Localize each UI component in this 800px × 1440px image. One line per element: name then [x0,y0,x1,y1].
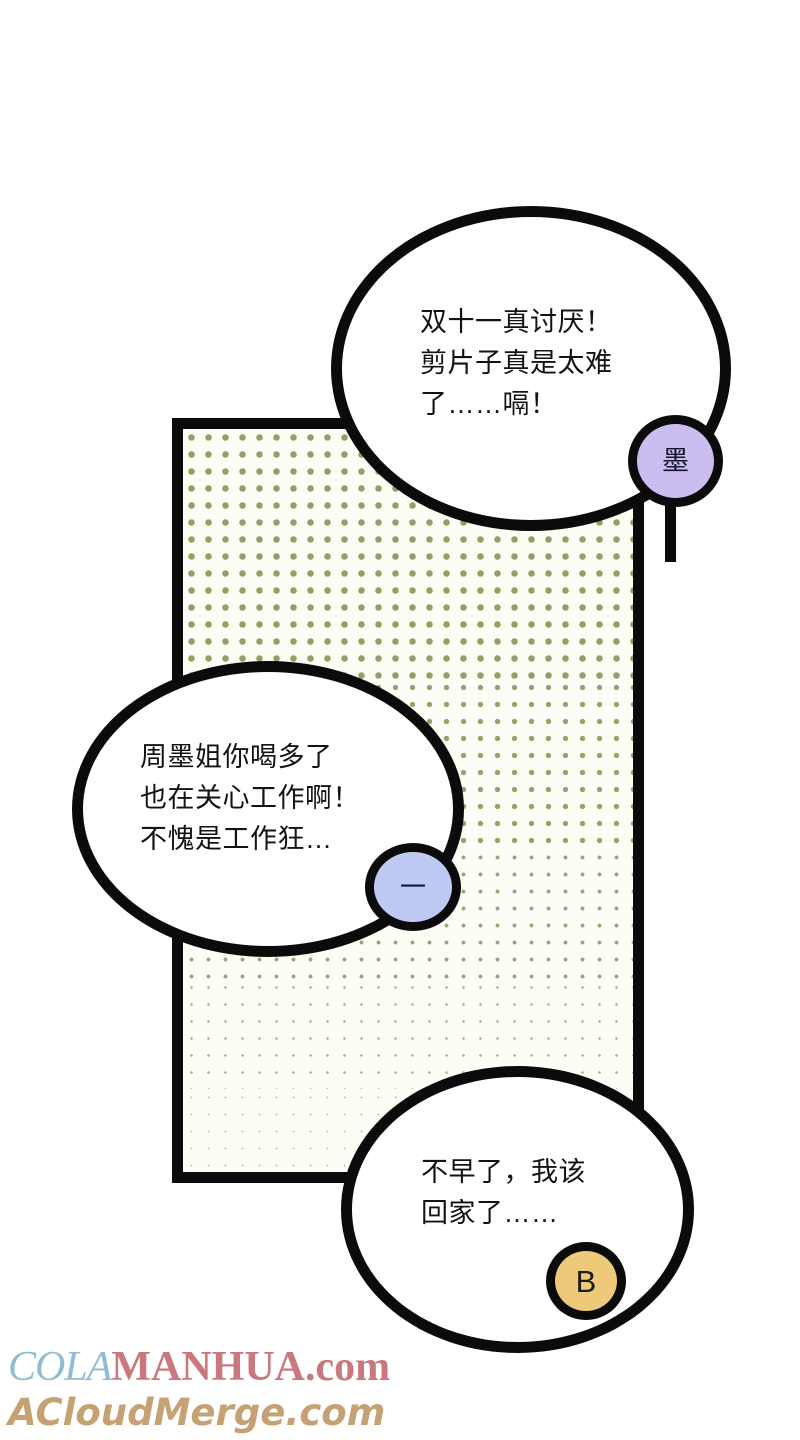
site-watermark: COLAMANHUA.com ACloudMerge.com [8,1345,390,1435]
watermark-line-2: ACloudMerge.com [8,1391,386,1434]
speech-bubble-1-text: 双十一真讨厌！ 剪片子真是太难 了……嗝！ [420,307,613,419]
speaker-badge-mo-label: 墨 [662,445,689,476]
speech-bubble-2: 周墨姐你喝多了 也在关心工作啊！ 不愧是工作狂… [72,661,464,957]
speaker-badge-b: B [546,1242,626,1320]
bubble-1-tail [665,500,676,562]
speaker-badge-b-label: B [575,1263,597,1299]
watermark-cola-text: COLA [8,1344,112,1390]
speaker-badge-mo: 墨 [628,415,723,507]
speech-bubble-3: 不早了，我该 回家了…… [341,1066,694,1353]
watermark-line-1: COLAMANHUA.com [8,1345,390,1389]
speaker-badge-yi: 一 [365,843,461,931]
speech-bubble-3-text: 不早了，我该 回家了…… [421,1157,586,1228]
watermark-manhua-text: MANHUA.com [111,1344,391,1390]
speaker-badge-yi-label: 一 [399,872,426,902]
speech-bubble-1: 双十一真讨厌！ 剪片子真是太难 了……嗝！ [331,206,731,531]
speech-bubble-2-text: 周墨姐你喝多了 也在关心工作啊！ 不愧是工作狂… [140,742,360,854]
